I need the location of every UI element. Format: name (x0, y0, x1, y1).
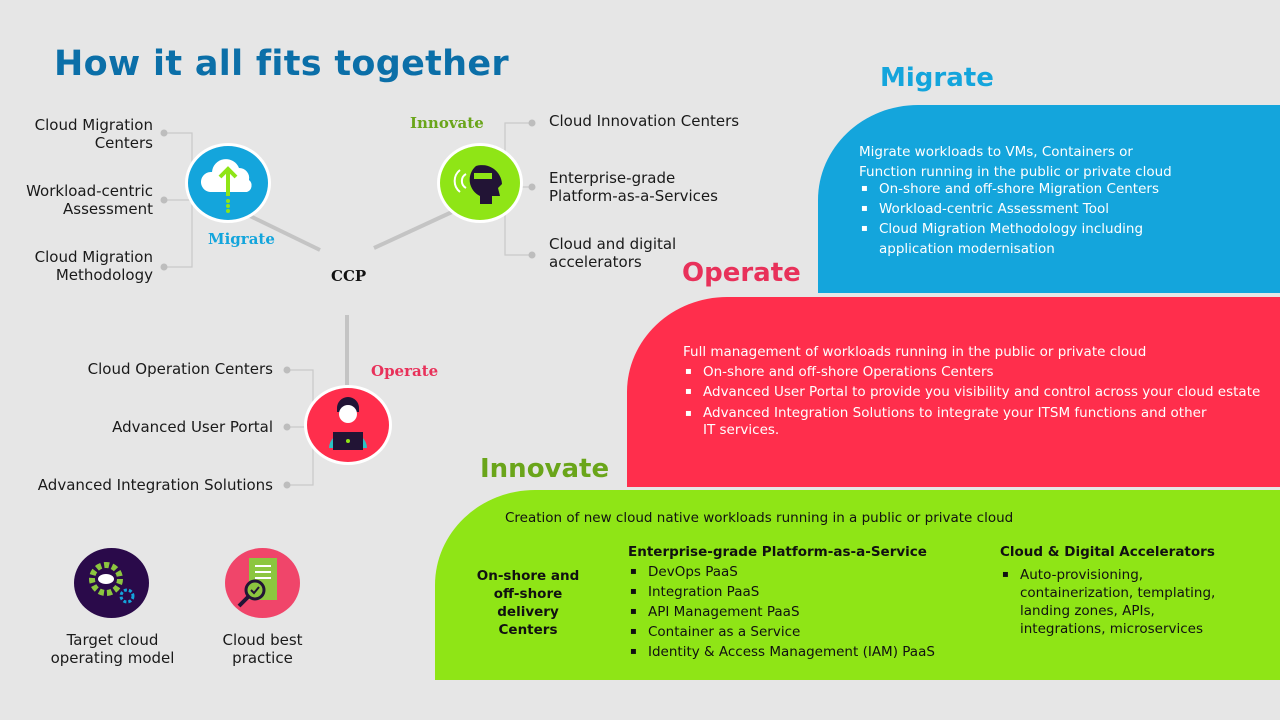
vr-headset-icon (437, 143, 523, 223)
accelerators-bullet: Auto-provisioning, containerization, tem… (1000, 566, 1225, 638)
migrate-bullet: On-shore and off-shore Migration Centers (859, 179, 1159, 199)
innovate-intro: Creation of new cloud native workloads r… (505, 510, 1014, 526)
gear-cloud-icon (74, 548, 149, 618)
migrate-intro: Migrate workloads to VMs, Containers or … (859, 144, 1172, 180)
operator-person-icon (304, 385, 392, 465)
operate-item: Cloud Operation Centers (87, 360, 273, 378)
paas-bullet: Container as a Service (628, 622, 968, 642)
paas-title: Enterprise-grade Platform-as-a-Service (628, 544, 927, 560)
checklist-magnifier-icon (225, 548, 300, 618)
operate-bullet: Advanced Integration Solutions to integr… (683, 405, 1273, 439)
paas-bullet: DevOps PaaS (628, 562, 968, 582)
paas-bullet: Integration PaaS (628, 582, 968, 602)
operate-bullet: On-shore and off-shore Operations Center… (683, 362, 1273, 382)
innovate-heading: Innovate (480, 454, 610, 484)
operate-label: Operate (371, 362, 439, 380)
target-cloud-label: Target cloud operating model (50, 631, 175, 667)
migrate-item: Cloud Migration Methodology (34, 248, 153, 284)
operate-item: Advanced Integration Solutions (37, 476, 273, 494)
innovate-label: Innovate (410, 114, 484, 132)
operate-item: Advanced User Portal (112, 418, 273, 436)
migrate-panel: Migrate workloads to VMs, Containers or … (818, 105, 1280, 293)
operate-heading: Operate (682, 258, 801, 288)
operate-panel: Full management of workloads running in … (627, 297, 1280, 487)
migrate-bullet: Workload-centric Assessment Tool (859, 199, 1159, 219)
delivery-centers-label: On-shore and off-shore delivery Centers (476, 568, 580, 638)
migrate-label: Migrate (208, 230, 275, 248)
paas-bullet: API Management PaaS (628, 602, 968, 622)
paas-bullet: Identity & Access Management (IAM) PaaS (628, 642, 968, 662)
innovate-item: Enterprise-grade Platform-as-a-Services (549, 169, 718, 205)
operate-bullet: Advanced User Portal to provide you visi… (683, 382, 1273, 402)
accelerators-title: Cloud & Digital Accelerators (1000, 544, 1215, 560)
migrate-bullet: Cloud Migration Methodology including ap… (859, 219, 1159, 259)
innovate-panel: Creation of new cloud native workloads r… (435, 490, 1280, 680)
migrate-heading: Migrate (880, 63, 994, 93)
cloud-best-practice-label: Cloud best practice (222, 631, 303, 667)
page-title: How it all fits together (54, 44, 509, 84)
ccp-label: CCP (331, 267, 367, 285)
migrate-item: Workload-centric Assessment (26, 182, 153, 218)
innovate-item: Cloud Innovation Centers (549, 112, 740, 130)
innovate-item: Cloud and digital accelerators (549, 235, 677, 271)
migrate-item: Cloud Migration Centers (34, 116, 153, 152)
operate-intro: Full management of workloads running in … (683, 344, 1147, 360)
cloud-upload-icon (185, 143, 271, 223)
